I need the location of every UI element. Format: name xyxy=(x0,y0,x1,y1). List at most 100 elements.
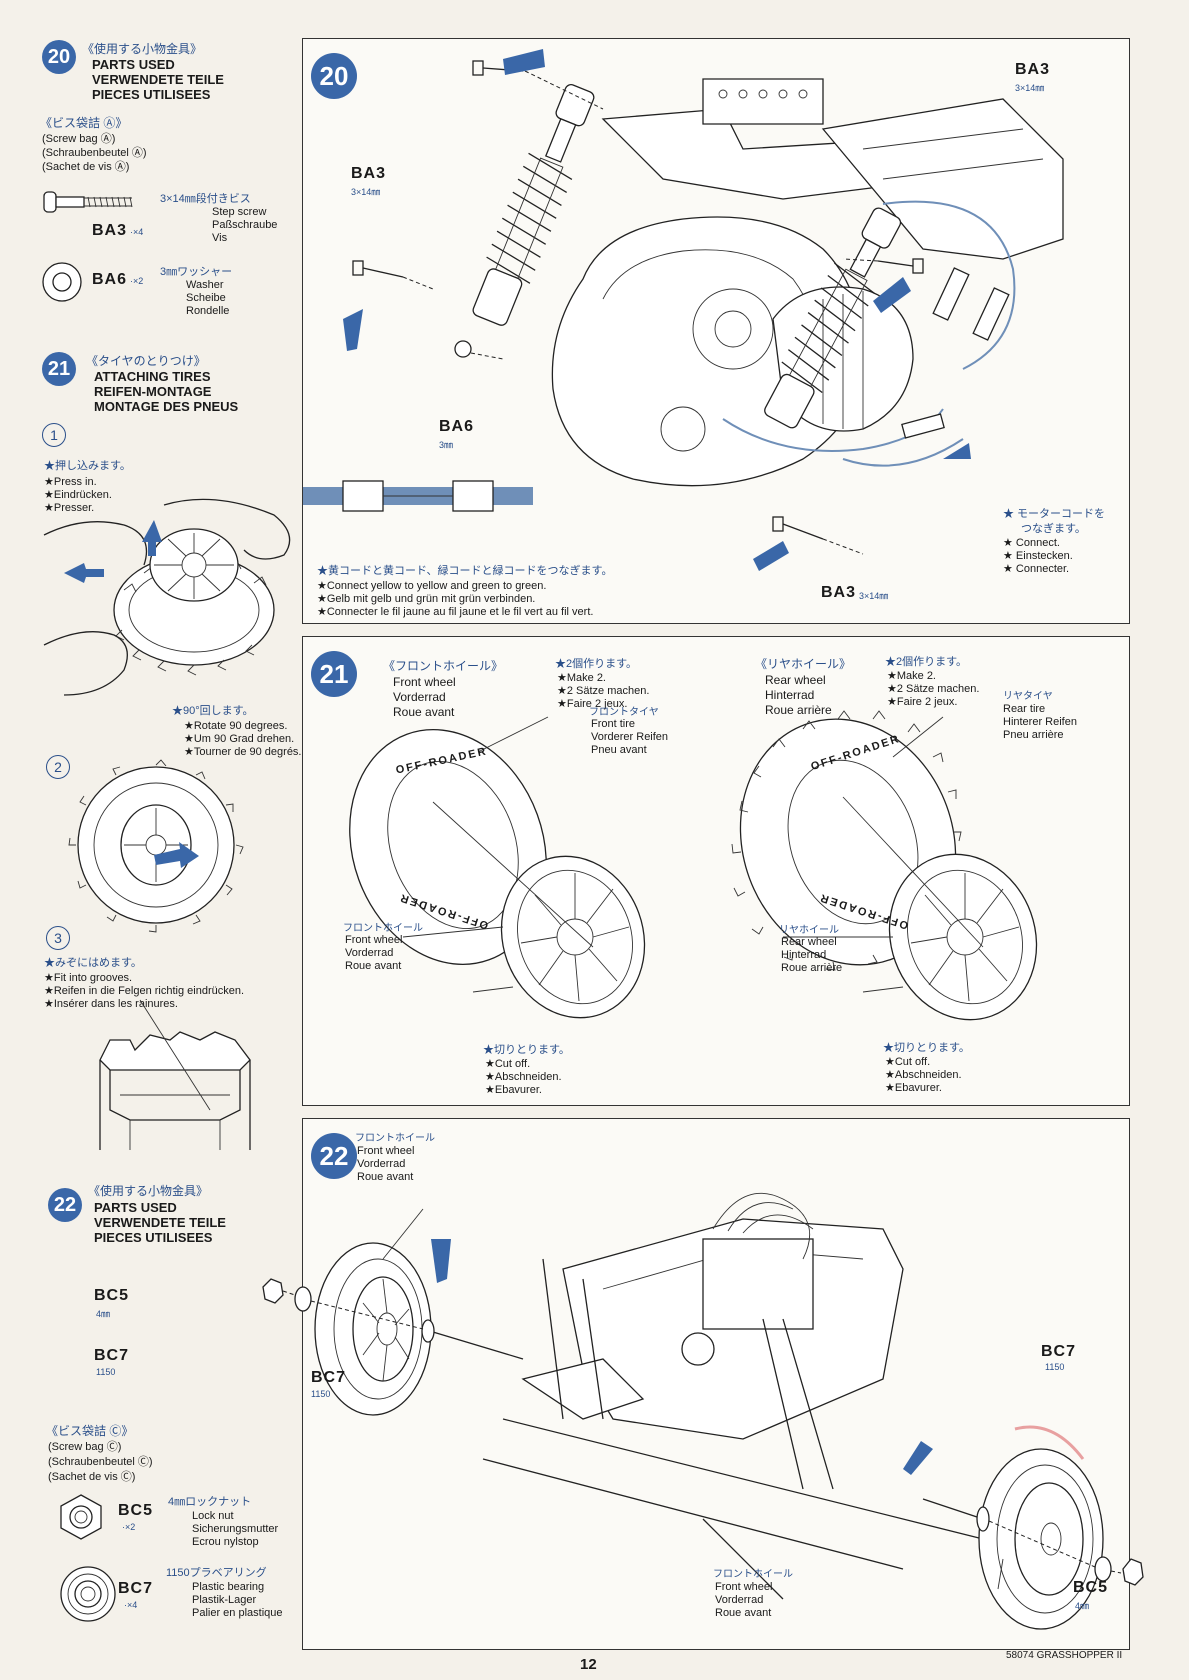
model-name: 58074 GRASSHOPPER II xyxy=(1006,1650,1123,1661)
s22-part1-de: Sicherungsmutter xyxy=(192,1523,279,1535)
p22-fw2-jp: フロントホイール xyxy=(713,1569,793,1580)
s22-part2-code: BC7 xyxy=(118,1580,154,1597)
s20-bag-en: (Screw bag Ⓐ) xyxy=(42,133,116,145)
s20-part1-jp: 3×14㎜段付きビス xyxy=(160,193,251,205)
s20-title-de: VERWENDETE TEILE xyxy=(92,72,224,87)
rotate-de: ★Um 90 Grad drehen. xyxy=(184,733,295,745)
p20-connect-de: ★Gelb mit gelb und grün mit grün verbind… xyxy=(317,593,536,605)
s20-part2-code: BA6 xyxy=(92,271,128,288)
p22-fw-de: Vorderrad xyxy=(357,1158,406,1170)
p22-bc5-right-size: 4㎜ xyxy=(1075,1601,1090,1611)
p22-bc7-mid: BC7 xyxy=(311,1369,347,1386)
p21-rt-jp: リヤタイヤ xyxy=(1003,691,1053,702)
p22-bc5-right: BC5 xyxy=(1073,1579,1109,1596)
p21-rwh-jp: リヤホイール xyxy=(779,925,839,936)
s22-bag-jp: 《ビス袋詰 Ⓒ》 xyxy=(46,1424,134,1438)
p20-ba3-left-size: 3×14㎜ xyxy=(351,187,381,197)
p21-make2-jp: ★2個作ります。 xyxy=(885,656,968,668)
p20-motor-fr: ★ Connecter. xyxy=(1003,563,1070,575)
p21-rt-en: Rear tire xyxy=(1003,703,1046,715)
rotate-jp: ★90°回します。 xyxy=(172,705,254,717)
washer-icon xyxy=(42,262,82,302)
p21-cut2-de: ★Abschneiden. xyxy=(885,1069,962,1081)
p21-rw-fr: Roue arrière xyxy=(765,703,832,717)
p21-cut2-en: ★Cut off. xyxy=(885,1056,931,1068)
p22-bc7-left-size: 1150 xyxy=(96,1367,116,1377)
p21-make-fr: ★Faire 2 jeux. xyxy=(557,698,628,710)
fit-jp: ★みぞにはめます。 xyxy=(44,957,142,969)
p22-bc5-left: BC5 xyxy=(94,1287,130,1304)
p21-fwh-jp: フロントホイール xyxy=(343,923,423,934)
p21-make2-de: ★2 Sätze machen. xyxy=(887,683,980,695)
front-wheel-installation-illustration xyxy=(262,1192,1144,1630)
s20-part1-en: Step screw xyxy=(212,206,267,218)
panel-step-20: 20 xyxy=(302,38,1130,624)
substep-2: 2 xyxy=(46,755,70,779)
s22-jp-title: 《使用する小物金具》 xyxy=(88,1184,209,1198)
page-number: 12 xyxy=(580,1656,597,1673)
s20-part1-de: Paßschraube xyxy=(212,219,278,231)
s20-part2-qty: ·×2 xyxy=(130,276,144,286)
s20-part2-jp: 3㎜ワッシャー xyxy=(160,266,233,278)
p21-fwh-de: Vorderrad xyxy=(345,947,394,959)
p21-ft-fr: Pneu avant xyxy=(591,744,647,756)
p22-bc7-right-size: 1150 xyxy=(1045,1362,1065,1372)
p21-fw-jp: 《フロントホイール》 xyxy=(383,659,504,673)
s22-part1-en: Lock nut xyxy=(192,1510,234,1522)
s20-part2-fr: Rondelle xyxy=(186,305,230,317)
p20-ba3-top-size: 3×14㎜ xyxy=(1015,83,1045,93)
s21-title-fr: MONTAGE DES PNEUS xyxy=(94,399,239,414)
p22-fw-fr: Roue avant xyxy=(357,1171,414,1183)
press-de: ★Eindrücken. xyxy=(44,489,112,501)
p21-fwh-en: Front wheel xyxy=(345,934,403,946)
s22-bag-fr: (Sachet de vis Ⓒ) xyxy=(48,1471,136,1483)
s20-part2-de: Scheibe xyxy=(186,292,226,304)
p20-motor-jp1: ★ モーターコードを xyxy=(1003,508,1106,520)
p21-cut2-jp: ★切りとります。 xyxy=(883,1042,970,1054)
wheel-tire-exploded-illustration xyxy=(349,710,1038,1021)
rotate-en: ★Rotate 90 degrees. xyxy=(184,720,288,732)
press-fr: ★Presser. xyxy=(44,502,95,514)
s20-part2-en: Washer xyxy=(186,279,224,291)
p21-cut-jp: ★切りとります。 xyxy=(483,1044,570,1056)
s20-part1-qty: ·×4 xyxy=(130,227,144,237)
s20-title-en: PARTS USED xyxy=(92,57,175,72)
plastic-bearing-icon xyxy=(60,1566,116,1622)
s22-part1-code: BC5 xyxy=(118,1502,154,1519)
p22-bc7-right: BC7 xyxy=(1041,1343,1077,1360)
rotate-tire-illustration xyxy=(68,759,244,933)
s20-bag-fr: (Sachet de vis Ⓐ) xyxy=(42,161,130,173)
s22-part2-qty: ·×4 xyxy=(124,1600,138,1610)
p22-fw2-de: Vorderrad xyxy=(715,1594,764,1606)
panel-20-badge: 20 xyxy=(311,53,357,99)
p21-cut-de: ★Abschneiden. xyxy=(485,1071,562,1083)
rear-shock-assembly-illustration xyxy=(303,49,1064,571)
step-22-badge: 22 xyxy=(48,1188,82,1222)
p20-ba6-size: 3㎜ xyxy=(439,440,454,450)
s21-title-en: ATTACHING TIRES xyxy=(94,369,211,384)
panel-step-21: 21 《フロントホイール》 Front wheel Vorderrad Roue… xyxy=(302,636,1130,1106)
p20-ba6: BA6 xyxy=(439,418,475,435)
s22-part2-fr: Palier en plastique xyxy=(192,1607,283,1619)
s22-title-de: VERWENDETE TEILE xyxy=(94,1215,226,1230)
panel-step-22: 22 xyxy=(262,1118,1144,1650)
p22-fw-en: Front wheel xyxy=(357,1145,415,1157)
p21-make-jp: ★2個作ります。 xyxy=(555,658,638,670)
lock-nut-icon xyxy=(60,1494,102,1540)
s22-part1-jp: 4㎜ロックナット xyxy=(168,1496,252,1508)
s21-title-de: REIFEN-MONTAGE xyxy=(94,384,212,399)
p21-fwh-fr: Roue avant xyxy=(345,960,402,972)
press-jp: ★押し込みます。 xyxy=(44,460,131,472)
p21-cut-fr: ★Ebavurer. xyxy=(485,1084,542,1096)
p20-ba3-bottom: BA3 xyxy=(821,584,857,601)
p21-make2-fr: ★Faire 2 jeux. xyxy=(887,696,958,708)
p20-ba3-left: BA3 xyxy=(351,165,387,182)
panel-21-badge: 21 xyxy=(311,651,357,697)
s22-part1-qty: ·×2 xyxy=(122,1522,136,1532)
press-tire-illustration xyxy=(43,498,291,696)
p20-ba3-top: BA3 xyxy=(1015,61,1051,78)
s22-title-fr: PIECES UTILISEES xyxy=(94,1230,213,1245)
p22-fw2-en: Front wheel xyxy=(715,1581,773,1593)
p21-fw-en: Front wheel xyxy=(393,675,456,689)
s20-part1-code: BA3 xyxy=(92,222,128,239)
